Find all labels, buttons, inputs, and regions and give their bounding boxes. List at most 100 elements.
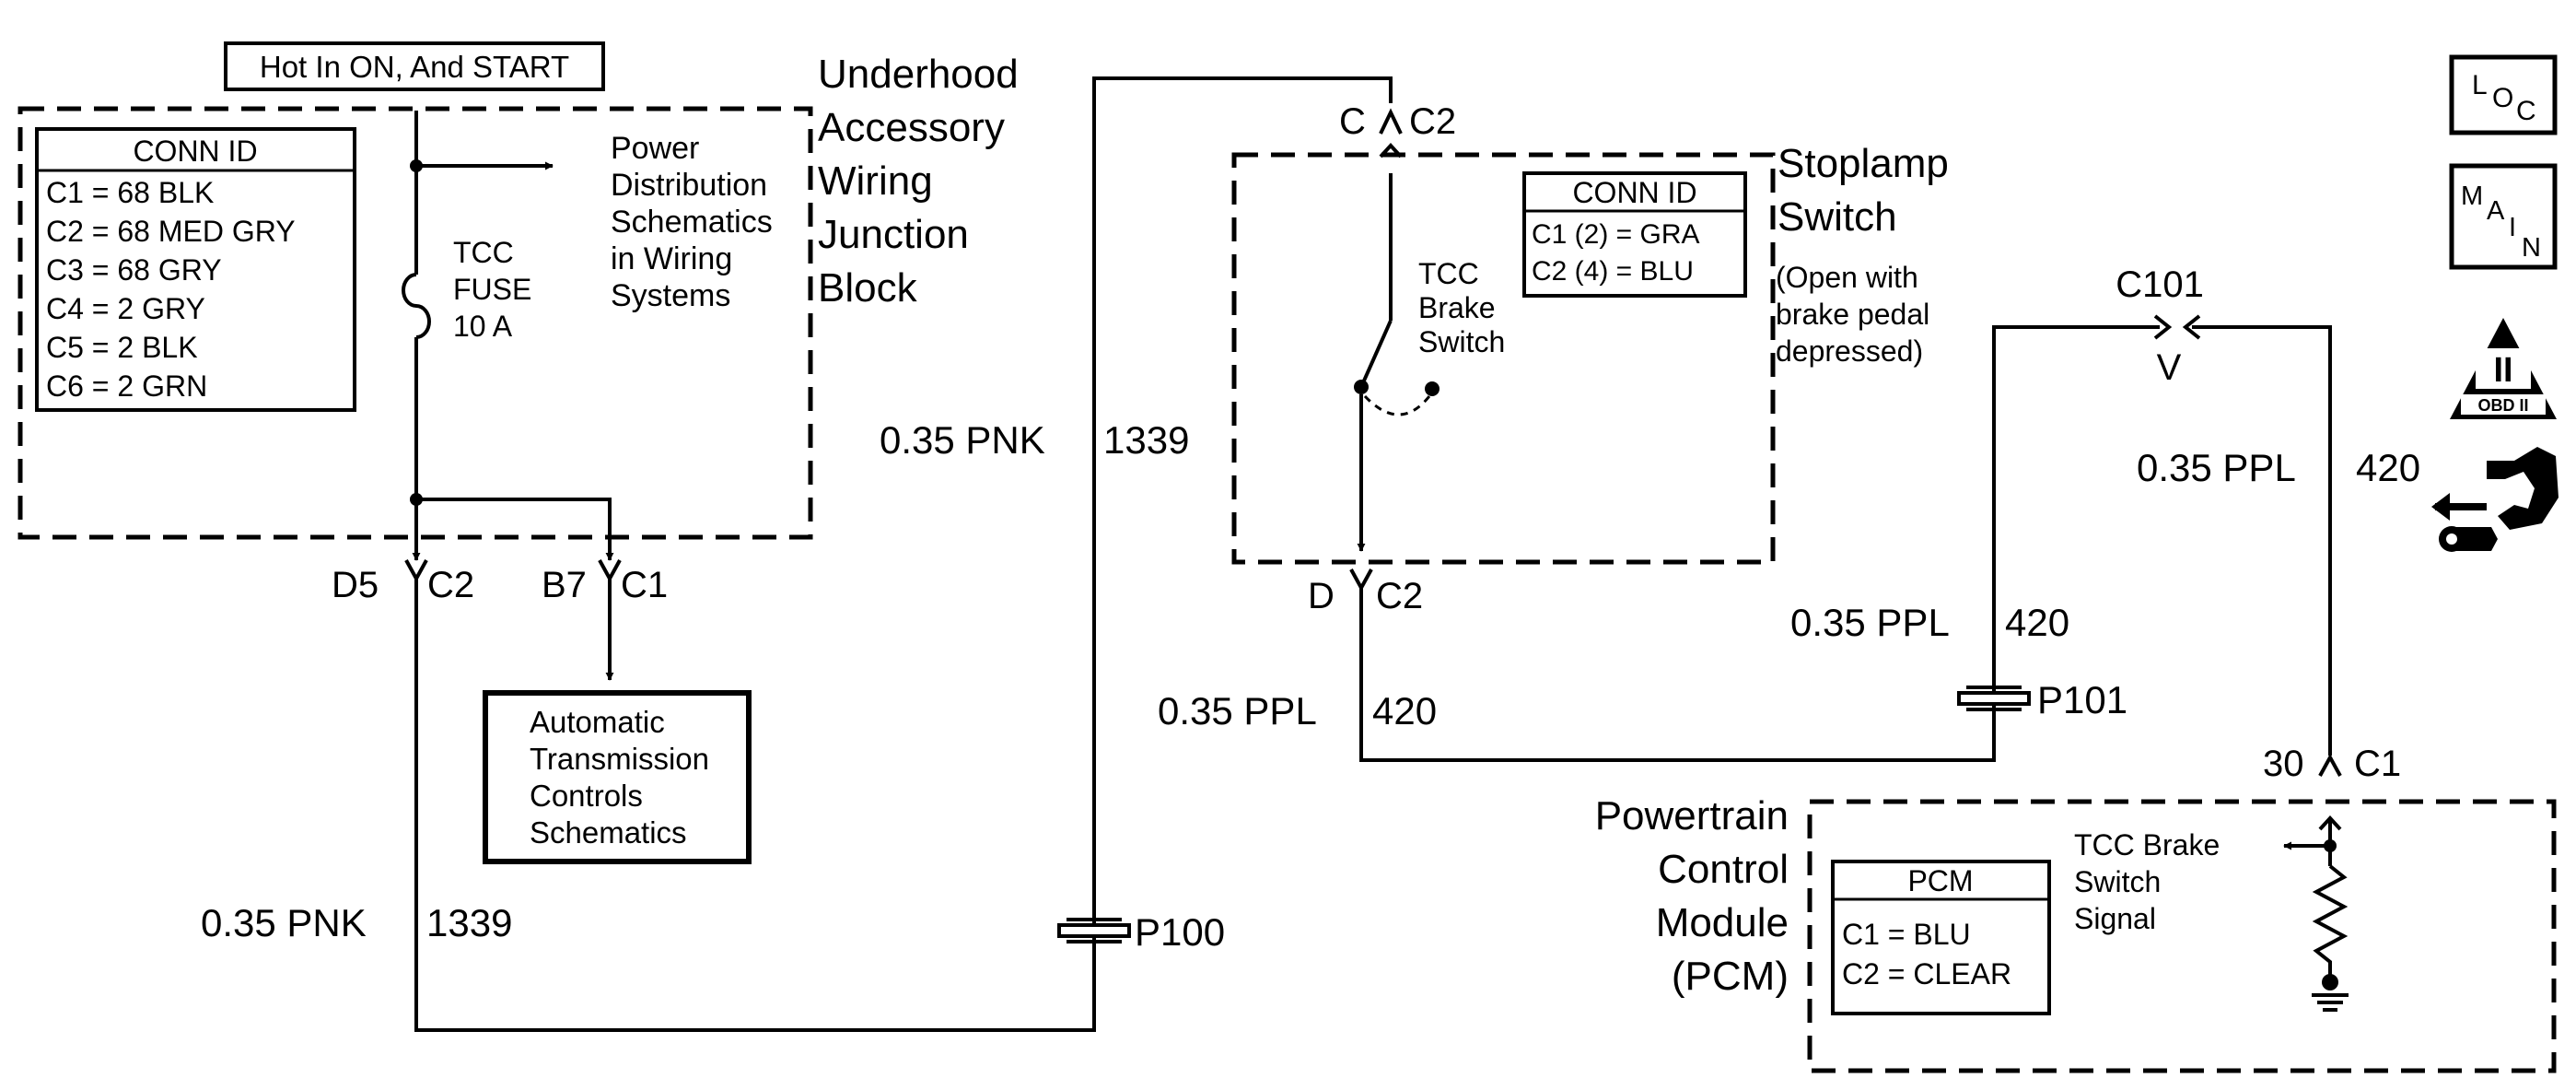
svg-text:C: C (2516, 96, 2536, 126)
svg-text:(Open with: (Open with (1776, 261, 1918, 294)
svg-text:(PCM): (PCM) (1672, 954, 1789, 999)
junction-block-title: Underhood Accessory Wiring Junction Bloc… (818, 52, 1019, 311)
svg-text:C6 = 2 GRN: C6 = 2 GRN (46, 369, 207, 403)
svg-text:depressed): depressed) (1776, 334, 1923, 368)
svg-text:B7: B7 (542, 565, 587, 605)
svg-text:I: I (2509, 213, 2516, 242)
power-distribution-note: Power Distribution Schematics in Wiring … (611, 131, 773, 313)
svg-text:Hot In ON, And START: Hot In ON, And START (260, 50, 569, 84)
svg-text:420: 420 (2356, 446, 2420, 489)
svg-text:Accessory: Accessory (818, 105, 1005, 150)
splice-dot (2324, 839, 2337, 852)
wire-label-ppl-bottom: 0.35 PPL 420 (1158, 689, 1437, 733)
svg-text:30: 30 (2263, 744, 2304, 784)
svg-text:Power: Power (611, 131, 699, 166)
connector-c-c2-top: C C2 (1339, 101, 1456, 142)
splice-dot (410, 493, 423, 506)
svg-text:C101: C101 (2116, 264, 2204, 305)
svg-text:L: L (2472, 70, 2488, 100)
svg-text:Block: Block (818, 265, 918, 311)
connector-d-c2-bottom: D C2 (1308, 568, 1423, 616)
pcm-title: Powertrain Control Module (PCM) (1595, 793, 1789, 999)
svg-text:C1 (2) = GRA: C1 (2) = GRA (1532, 219, 1700, 250)
junction-internal-wiring (402, 111, 614, 561)
svg-text:0.35 PNK: 0.35 PNK (880, 418, 1045, 462)
svg-text:Control: Control (1658, 847, 1789, 892)
stoplamp-switch-title: Stoplamp Switch (1778, 141, 1949, 240)
svg-text:TCC: TCC (1418, 257, 1479, 290)
svg-text:C2: C2 (1376, 576, 1423, 616)
svg-text:TCC Brake: TCC Brake (2074, 828, 2220, 861)
svg-text:420: 420 (2005, 601, 2069, 644)
svg-text:Systems: Systems (611, 278, 730, 313)
svg-text:C2 = CLEAR: C2 = CLEAR (1842, 957, 2011, 990)
svg-text:II: II (2493, 351, 2512, 390)
stoplamp-conn-id-table: CONN ID C1 (2) = GRA C2 (4) = BLU (1522, 171, 1747, 298)
svg-text:M: M (2461, 182, 2483, 211)
svg-text:0.35 PNK: 0.35 PNK (201, 901, 367, 944)
stoplamp-note: (Open with brake pedal depressed) (1776, 261, 1929, 368)
svg-text:Automatic: Automatic (530, 705, 665, 739)
svg-text:P101: P101 (2037, 678, 2127, 721)
pcm-signal-label: TCC Brake Switch Signal (2074, 828, 2220, 935)
svg-text:0.35 PPL: 0.35 PPL (1158, 689, 1317, 733)
obd-ii-icon[interactable]: II OBD II (2450, 318, 2557, 419)
pcm-pullup-resistor (2283, 815, 2349, 1012)
svg-text:Wiring: Wiring (818, 158, 933, 204)
connector-30-c1: 30 C1 (2263, 744, 2401, 784)
svg-text:P100: P100 (1135, 910, 1225, 954)
svg-text:V: V (2157, 347, 2182, 388)
tcc-brake-switch: TCC Brake Switch (1354, 143, 1505, 552)
svg-text:C1 = BLU: C1 = BLU (1842, 918, 1971, 951)
svg-text:Transmission: Transmission (530, 742, 709, 776)
svg-text:TCC: TCC (453, 236, 514, 269)
svg-text:Module: Module (1656, 900, 1789, 945)
wire-label-ppl-mid: 0.35 PPL 420 (1790, 601, 2069, 644)
svg-text:Switch: Switch (1778, 194, 1897, 240)
svg-text:C3 = 68 GRY: C3 = 68 GRY (46, 253, 222, 287)
svg-text:N: N (2522, 233, 2541, 263)
tcc-fuse-label: TCC FUSE 10 A (453, 236, 531, 343)
svg-text:1339: 1339 (426, 901, 512, 944)
wire-ppl-420 (1359, 325, 2160, 762)
svg-text:Schematics: Schematics (611, 205, 773, 240)
svg-text:Signal: Signal (2074, 902, 2156, 935)
wire-label-ppl-right: 0.35 PPL 420 (2137, 446, 2420, 489)
automatic-transmission-box: Automatic Transmission Controls Schemati… (483, 690, 752, 864)
svg-text:C4 = 2 GRY: C4 = 2 GRY (46, 292, 205, 325)
svg-text:Stoplamp: Stoplamp (1778, 141, 1949, 186)
wire-label-pnk-upper: 0.35 PNK 1339 (880, 418, 1189, 462)
main-icon[interactable]: M A I N (2449, 163, 2558, 270)
svg-text:Powertrain: Powertrain (1595, 793, 1789, 838)
svg-text:C2 (4) = BLU: C2 (4) = BLU (1532, 256, 1694, 287)
svg-text:D: D (1308, 576, 1335, 616)
svg-text:Junction: Junction (818, 212, 969, 257)
connector-c101: C101 V (2116, 264, 2204, 388)
svg-text:C5 = 2 BLK: C5 = 2 BLK (46, 331, 198, 364)
svg-text:1339: 1339 (1103, 418, 1189, 462)
connector-d5-c2: D5 C2 (332, 559, 474, 605)
ground-node (2322, 974, 2338, 990)
pcm-conn-id-table: PCM C1 = BLU C2 = CLEAR (1831, 860, 2051, 1015)
svg-text:Controls: Controls (530, 779, 643, 813)
svg-text:Distribution: Distribution (611, 168, 767, 203)
svg-text:C: C (1339, 101, 1366, 142)
svg-text:Brake: Brake (1418, 291, 1496, 324)
svg-text:brake pedal: brake pedal (1776, 298, 1929, 331)
splice-dot (410, 159, 423, 172)
svg-text:in Wiring: in Wiring (611, 241, 732, 276)
svg-text:C1 = 68 BLK: C1 = 68 BLK (46, 176, 214, 209)
svg-text:C1: C1 (621, 565, 668, 605)
wire-ppl-420-right (2192, 325, 2332, 756)
svg-text:A: A (2487, 196, 2505, 226)
connector-view-icon[interactable] (2431, 447, 2559, 552)
svg-text:Schematics: Schematics (530, 815, 687, 850)
stoplamp-switch-outline (1231, 152, 1776, 565)
pcm-outline (1807, 799, 2557, 1073)
svg-text:Switch: Switch (1418, 325, 1505, 358)
svg-text:FUSE: FUSE (453, 273, 531, 306)
loc-icon[interactable]: L O C (2449, 54, 2558, 135)
svg-text:O: O (2492, 83, 2513, 113)
svg-text:C1: C1 (2354, 744, 2401, 784)
